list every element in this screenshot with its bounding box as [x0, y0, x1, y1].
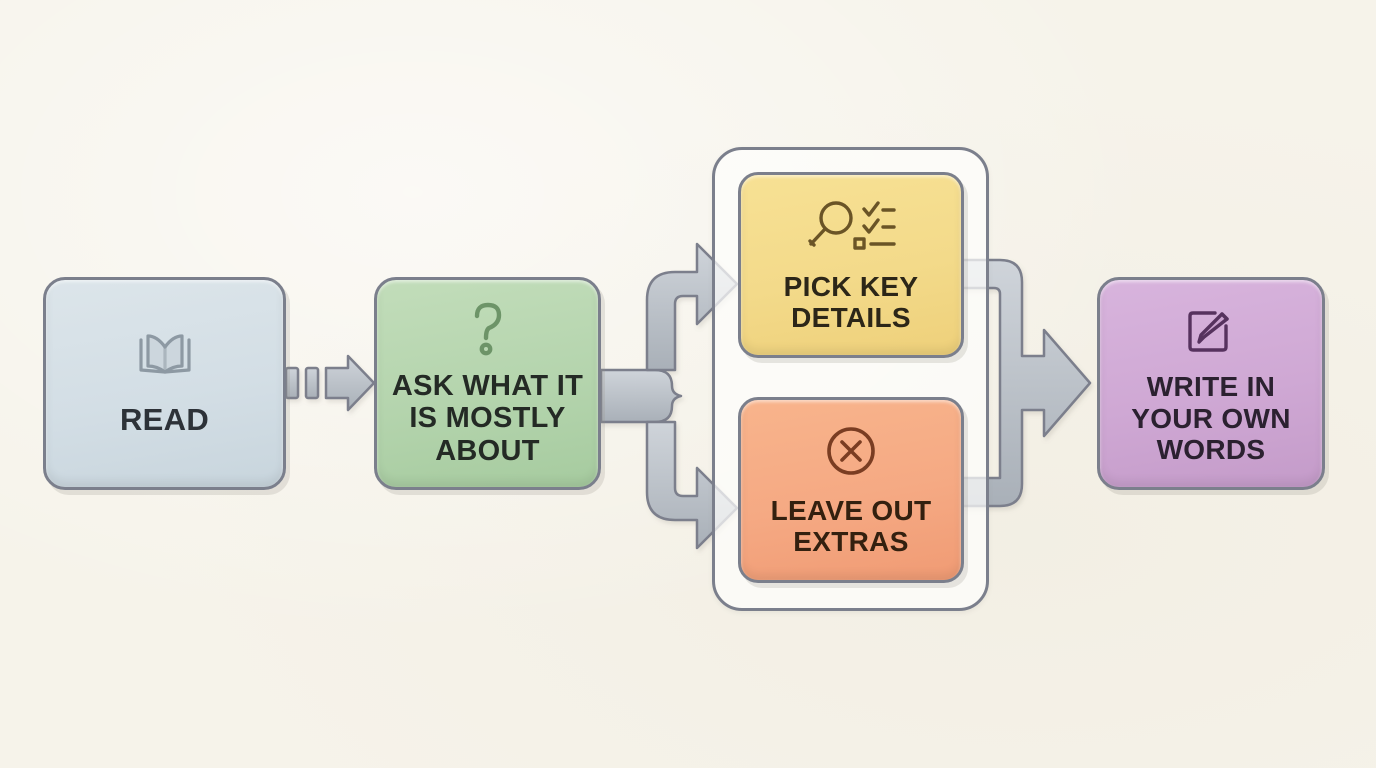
node-read-label: READ — [119, 402, 210, 438]
node-write-label: WRITE IN YOUR OWN WORDS — [1131, 371, 1291, 466]
question-mark-icon — [465, 300, 511, 356]
open-book-icon — [135, 329, 195, 379]
pencil-square-icon — [1182, 301, 1240, 357]
node-ask-label: ASK WHAT IT IS MOSTLY ABOUT — [391, 369, 584, 467]
node-pick-label: PICK KEY DETAILS — [783, 270, 919, 333]
node-leave-label: LEAVE OUT EXTRAS — [770, 494, 932, 557]
node-pick-key-details[interactable]: PICK KEY DETAILS — [738, 172, 964, 358]
connector-read-to-ask — [284, 354, 376, 412]
node-leave-out-extras[interactable]: LEAVE OUT EXTRAS — [738, 397, 964, 583]
node-write-own-words[interactable]: WRITE IN YOUR OWN WORDS — [1097, 277, 1325, 490]
node-read[interactable]: READ — [43, 277, 286, 490]
magnifier-checklist-icon — [802, 197, 900, 255]
x-circle-icon — [823, 423, 879, 479]
node-ask[interactable]: ASK WHAT IT IS MOSTLY ABOUT — [374, 277, 601, 490]
